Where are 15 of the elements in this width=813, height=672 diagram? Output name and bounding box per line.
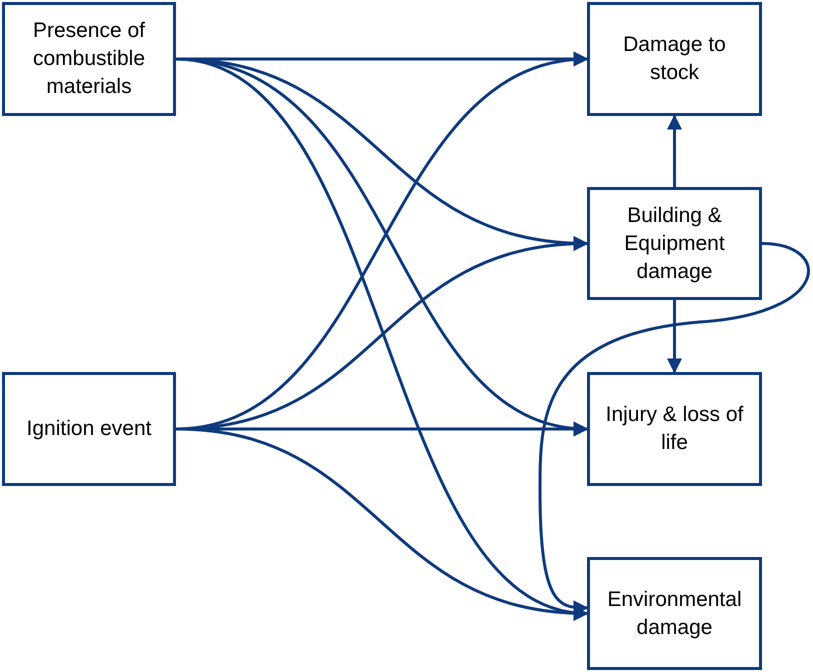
box xyxy=(587,2,762,116)
arrow xyxy=(667,300,682,374)
arrow xyxy=(176,428,588,620)
node-label: Presence of combustible materials xyxy=(32,18,146,100)
node-label: Damage to stock xyxy=(622,32,727,86)
box xyxy=(2,2,176,116)
box xyxy=(587,187,762,300)
arrow xyxy=(667,114,682,187)
box xyxy=(587,557,762,670)
box xyxy=(2,372,176,486)
node-label: Environmental damage xyxy=(606,586,743,640)
node-label: Building & Equipment damage xyxy=(623,202,726,284)
box xyxy=(587,372,762,486)
node-label: Injury & loss of life xyxy=(604,402,744,456)
node-label: Ignition event xyxy=(26,416,152,442)
